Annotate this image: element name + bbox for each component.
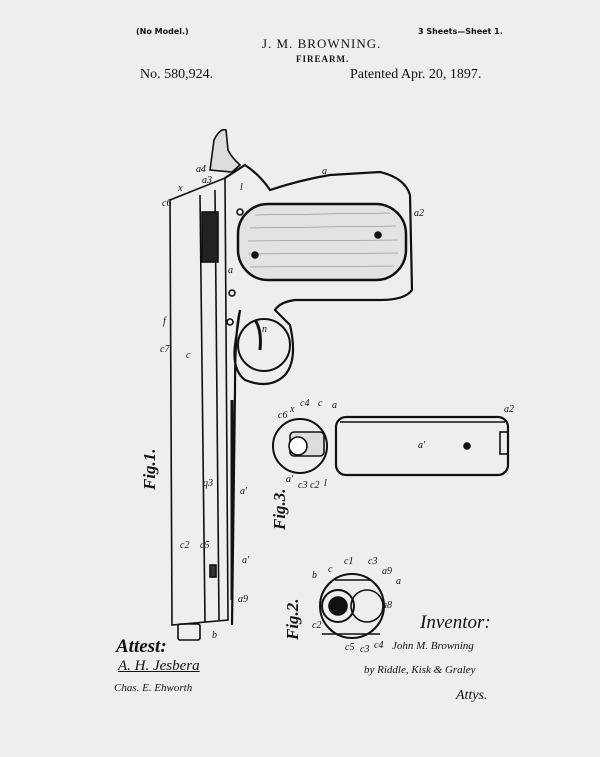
- ref-letter: a': [286, 474, 294, 485]
- ref-letter: q3: [203, 478, 213, 489]
- ref-letter: a': [242, 555, 250, 566]
- ref-letter: c3: [360, 644, 370, 655]
- ref-letter: a: [228, 265, 233, 276]
- ref-letter: c4: [374, 640, 384, 651]
- trigger-guard: [237, 318, 291, 372]
- sheet-count: 3 Sheets—Sheet 1.: [418, 27, 503, 36]
- ref-letter: c: [186, 350, 191, 361]
- fig1-label: Fig.1.: [140, 448, 159, 490]
- ref-letter: l: [324, 478, 327, 489]
- slide-outline: [169, 176, 229, 626]
- ref-letter: c6: [278, 410, 288, 421]
- ref-letter: c5: [345, 642, 355, 653]
- ref-letter: c3: [368, 556, 378, 567]
- fig3-label: Fig.3.: [270, 488, 289, 530]
- ref-letter: a9: [238, 594, 248, 605]
- ref-letter: c3: [298, 480, 308, 491]
- hammer: [209, 128, 242, 173]
- trigger: [253, 319, 262, 351]
- attorneys-label: Attys.: [456, 688, 488, 703]
- inventor-name-heading: J. M. BROWNING.: [262, 36, 382, 51]
- barrel-bushing: [177, 623, 201, 641]
- ref-letter: c2: [180, 540, 190, 551]
- ref-letter: l: [240, 182, 243, 193]
- ref-letter: a3: [202, 175, 212, 186]
- inventor-label: Inventor:: [420, 612, 491, 633]
- ref-letter: c2: [312, 620, 322, 631]
- attorney-signature: by Riddle, Kisk & Graley: [364, 664, 476, 676]
- ref-letter: c: [328, 564, 333, 575]
- ref-letter: a4: [196, 164, 206, 175]
- fig3-drawing: [272, 415, 510, 477]
- ref-letter: b: [312, 570, 317, 581]
- ref-letter: a: [396, 576, 401, 587]
- ref-letter: c6: [162, 198, 172, 209]
- inventor-signature: John M. Browning: [392, 640, 474, 652]
- ref-letter: c7: [160, 344, 170, 355]
- ref-letter: x: [178, 183, 183, 194]
- ref-letter: c1: [344, 556, 354, 567]
- patent-title: FIREARM.: [296, 54, 350, 64]
- ref-letter: c4: [300, 398, 310, 409]
- model-note: (No Model.): [136, 27, 189, 36]
- ref-letter: a2: [414, 208, 424, 219]
- ref-letter: f: [163, 316, 166, 327]
- witness-signature-2: Chas. E. Ehworth: [114, 682, 193, 694]
- ref-letter: b: [212, 630, 217, 641]
- ref-letter: x: [290, 404, 295, 415]
- fig2-drawing: [319, 573, 385, 639]
- fig2-label: Fig.2.: [283, 598, 302, 640]
- ref-letter: a': [418, 440, 426, 451]
- witness-signature-1: A. H. Jesbera: [118, 658, 200, 674]
- patent-number: No. 580,924.: [140, 67, 214, 82]
- frame-grip: [224, 163, 414, 626]
- ref-letter: c2: [310, 480, 320, 491]
- ref-letter: a8: [382, 600, 392, 611]
- slide-serrations: [201, 211, 219, 263]
- ref-letter: a': [240, 486, 248, 497]
- fig1-pistol-drawing: [169, 128, 414, 641]
- ref-letter: c: [318, 398, 323, 409]
- grip-panel: [236, 202, 408, 282]
- ref-letter: n: [262, 324, 267, 335]
- ref-letter: a: [322, 166, 327, 177]
- ref-letter: c5: [200, 540, 210, 551]
- attest-label: Attest:: [116, 636, 167, 657]
- ref-letter: a9: [382, 566, 392, 577]
- ref-letter: a: [332, 400, 337, 411]
- ref-letter: a2: [504, 404, 514, 415]
- patent-date: Patented Apr. 20, 1897.: [350, 67, 482, 82]
